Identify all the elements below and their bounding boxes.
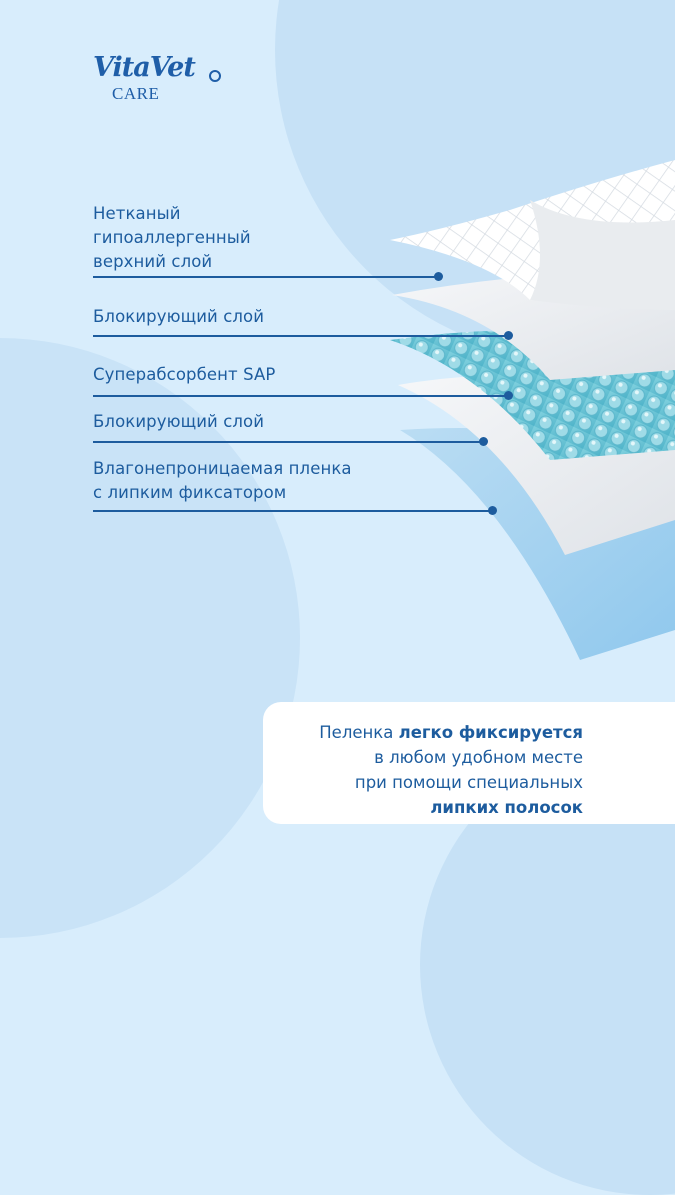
pointer-dot	[434, 272, 443, 281]
brand-name: VitaVet	[93, 52, 196, 83]
label-line: Блокирующий слой	[93, 307, 265, 326]
leader-line	[93, 276, 438, 278]
stethoscope-icon	[209, 70, 221, 82]
info-text: Пеленка	[319, 723, 399, 742]
info-text-bold: легко фиксируется	[398, 723, 583, 742]
label-line: верхний слой	[93, 252, 213, 271]
diaper-layers-illustration	[390, 160, 675, 660]
info-line-3: при помощи специальных	[354, 773, 583, 792]
info-line-2: в любом удобном месте	[374, 748, 583, 767]
brand-subtitle: CARE	[112, 84, 160, 103]
pointer-dot	[504, 331, 513, 340]
label-film: Влагонепроницаемая пленка с липким фикса…	[93, 457, 352, 505]
leader-line	[93, 441, 483, 443]
label-line: Влагонепроницаемая пленка	[93, 459, 352, 478]
label-blocking-2: Блокирующий слой	[93, 410, 264, 434]
info-text-bold: липких полосок	[430, 798, 583, 817]
label-line: с липким фиксатором	[93, 483, 287, 502]
label-line: Суперабсорбент SAP	[93, 365, 276, 384]
info-line-4: липких полосок	[319, 795, 583, 820]
info-card-text: Пеленка легко фиксируется в любом удобно…	[319, 720, 583, 820]
label-line: Блокирующий слой	[93, 412, 265, 431]
leader-line	[93, 335, 508, 337]
label-line: Нетканый	[93, 204, 181, 223]
pointer-dot	[479, 437, 488, 446]
info-line-1: Пеленка легко фиксируется	[319, 720, 583, 745]
pointer-dot	[488, 506, 497, 515]
label-blocking-1: Блокирующий слой	[93, 305, 264, 329]
leader-line	[93, 395, 508, 397]
info-card: Пеленка легко фиксируется в любом удобно…	[263, 702, 675, 824]
leader-line	[93, 510, 493, 512]
label-sap: Суперабсорбент SAP	[93, 363, 275, 387]
brand-logo: VitaVet CARE	[93, 52, 223, 110]
label-line: гипоаллергенный	[93, 228, 251, 247]
pointer-dot	[504, 391, 513, 400]
label-top-layer: Нетканый гипоаллергенный верхний слой	[93, 202, 251, 274]
